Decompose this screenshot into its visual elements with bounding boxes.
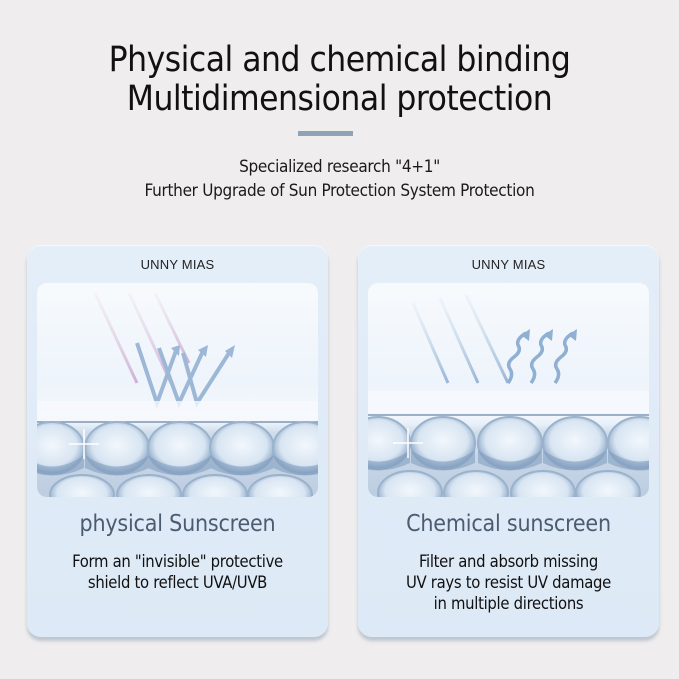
title-line-2: Multidimensional protection (126, 79, 553, 119)
physical-sunscreen-card: UNNY MIAS (27, 245, 328, 637)
chemical-sunscreen-card: UNNY MIAS (358, 245, 659, 637)
brand-label: UNNY MIAS (140, 257, 215, 272)
desc-line: Filter and absorb missing (418, 552, 599, 571)
brand-label: UNNY MIAS (471, 257, 546, 272)
card-description: Filter and absorb missing UV rays to res… (358, 551, 659, 614)
desc-line: UV rays to resist UV damage (405, 573, 612, 592)
subtitle-line-2: Further Upgrade of Sun Protection System… (144, 181, 535, 201)
desc-line: in multiple directions (433, 594, 584, 613)
chemical-illustration (368, 283, 649, 497)
absorb-wavy-arrows-icon (368, 294, 649, 497)
subtitle-line-1: Specialized research "4+1" (239, 157, 440, 177)
title-line-1: Physical and chemical binding (108, 40, 571, 80)
physical-illustration (37, 283, 318, 497)
desc-line: Form an "invisible" protective (72, 552, 283, 571)
reflect-zigzag-arrows-icon (37, 292, 318, 497)
card-title: Chemical sunscreen (406, 511, 611, 537)
desc-line: shield to reflect UVA/UVB (87, 573, 268, 592)
divider (298, 131, 353, 136)
card-description: Form an "invisible" protective shield to… (27, 551, 328, 593)
card-title: physical Sunscreen (79, 511, 276, 537)
